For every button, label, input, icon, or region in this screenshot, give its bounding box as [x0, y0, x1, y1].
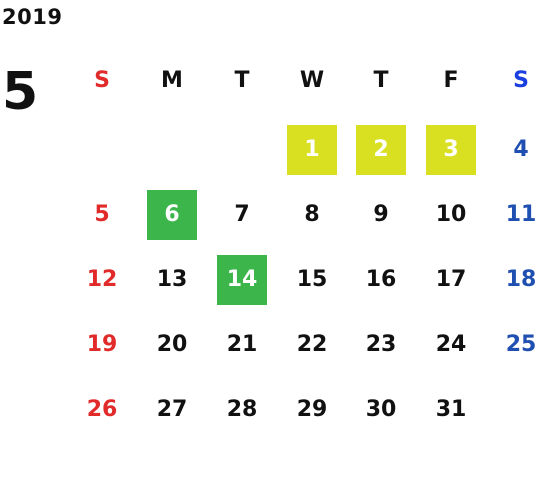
weekday-header: T	[234, 68, 250, 93]
day-cell[interactable]: 11	[505, 202, 537, 227]
highlighted-day-cell[interactable]: 3	[426, 125, 476, 175]
day-cell[interactable]: 30	[365, 397, 397, 422]
weekday-header: F	[443, 68, 459, 93]
day-cell[interactable]: 26	[86, 397, 118, 422]
day-cell[interactable]: 28	[226, 397, 258, 422]
day-cell[interactable]: 23	[365, 332, 397, 357]
day-cell[interactable]: 17	[435, 267, 467, 292]
day-cell[interactable]: 8	[304, 202, 320, 227]
day-cell[interactable]: 9	[373, 202, 389, 227]
day-cell[interactable]: 29	[296, 397, 328, 422]
year-label: 2019	[2, 5, 63, 29]
month-number: 5	[2, 62, 39, 122]
highlighted-day-cell[interactable]: 2	[356, 125, 406, 175]
day-cell[interactable]: 16	[365, 267, 397, 292]
weekday-header: S	[513, 68, 529, 93]
day-cell[interactable]: 20	[156, 332, 188, 357]
day-cell[interactable]: 5	[94, 202, 110, 227]
highlighted-day-cell[interactable]: 14	[217, 255, 267, 305]
day-cell[interactable]: 15	[296, 267, 328, 292]
day-cell[interactable]: 4	[513, 137, 529, 162]
day-cell[interactable]: 22	[296, 332, 328, 357]
day-cell[interactable]: 21	[226, 332, 258, 357]
day-cell[interactable]: 10	[435, 202, 467, 227]
day-cell[interactable]: 24	[435, 332, 467, 357]
highlighted-day-cell[interactable]: 1	[287, 125, 337, 175]
day-cell[interactable]: 18	[505, 267, 537, 292]
day-cell[interactable]: 25	[505, 332, 537, 357]
highlighted-day-cell[interactable]: 6	[147, 190, 197, 240]
weekday-header: W	[299, 68, 325, 93]
day-cell[interactable]: 19	[86, 332, 118, 357]
weekday-header: M	[161, 68, 183, 93]
day-cell[interactable]: 13	[156, 267, 188, 292]
day-cell[interactable]: 27	[156, 397, 188, 422]
day-cell[interactable]: 12	[86, 267, 118, 292]
day-cell[interactable]: 7	[234, 202, 250, 227]
weekday-header: T	[373, 68, 389, 93]
day-cell[interactable]: 31	[435, 397, 467, 422]
weekday-header: S	[94, 68, 110, 93]
